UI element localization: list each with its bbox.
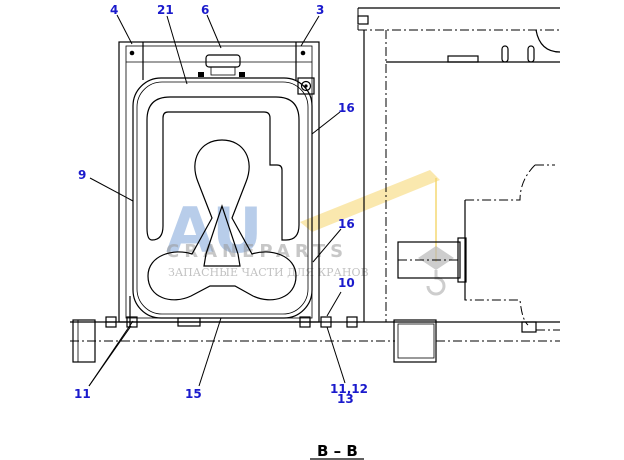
callout-15: 15 bbox=[185, 387, 202, 401]
callout-6: 6 bbox=[201, 3, 209, 17]
section-label-group: B – B bbox=[310, 442, 364, 460]
center-lobe-shape bbox=[147, 139, 297, 301]
callout-16-middle: 16 bbox=[338, 217, 355, 231]
right-structure bbox=[357, 7, 561, 342]
callout-21: 21 bbox=[157, 3, 174, 17]
bolt-hole-top-left bbox=[129, 50, 135, 56]
bolt-bottom-right-3 bbox=[346, 316, 358, 328]
right-foot bbox=[393, 319, 437, 363]
callout-labels: 4 21 6 3 16 9 16 10 11 15 11,12 13 bbox=[74, 3, 368, 406]
callout-11: 11 bbox=[74, 387, 91, 401]
filler-cap bbox=[205, 54, 241, 68]
side-fitting bbox=[297, 77, 315, 95]
watermark-crane-boom bbox=[300, 170, 440, 232]
leader-lines bbox=[88, 14, 346, 387]
outer-frame bbox=[118, 41, 320, 323]
callout-3: 3 bbox=[316, 3, 324, 17]
watermark-brand: CRANEPARTS bbox=[166, 241, 348, 262]
filler-neck bbox=[210, 66, 236, 76]
callout-10: 10 bbox=[338, 276, 355, 290]
watermark: AU CRANEPARTS ЗАПАСНЫЕ ЧАСТИ ДЛЯ КРАНОВ bbox=[166, 170, 454, 296]
bolt-bottom-left-2 bbox=[126, 316, 138, 328]
inner-channel bbox=[146, 96, 300, 241]
right-bracket bbox=[357, 15, 369, 25]
watermark-hook bbox=[426, 270, 446, 296]
tank-body bbox=[132, 77, 313, 319]
callout-11-12: 11,12 bbox=[330, 382, 368, 396]
bolt-bottom-right-2 bbox=[320, 316, 332, 328]
watermark-hook-block bbox=[418, 246, 454, 270]
bolt-bottom-right bbox=[299, 316, 311, 328]
callout-9: 9 bbox=[78, 168, 86, 182]
tank-assembly bbox=[70, 41, 437, 363]
callout-4: 4 bbox=[110, 3, 118, 17]
callout-13: 13 bbox=[337, 392, 354, 406]
center-triangle bbox=[203, 204, 241, 267]
callout-16-top: 16 bbox=[338, 101, 355, 115]
bolt-hole-top-right bbox=[300, 50, 306, 56]
section-label: B – B bbox=[317, 442, 358, 460]
